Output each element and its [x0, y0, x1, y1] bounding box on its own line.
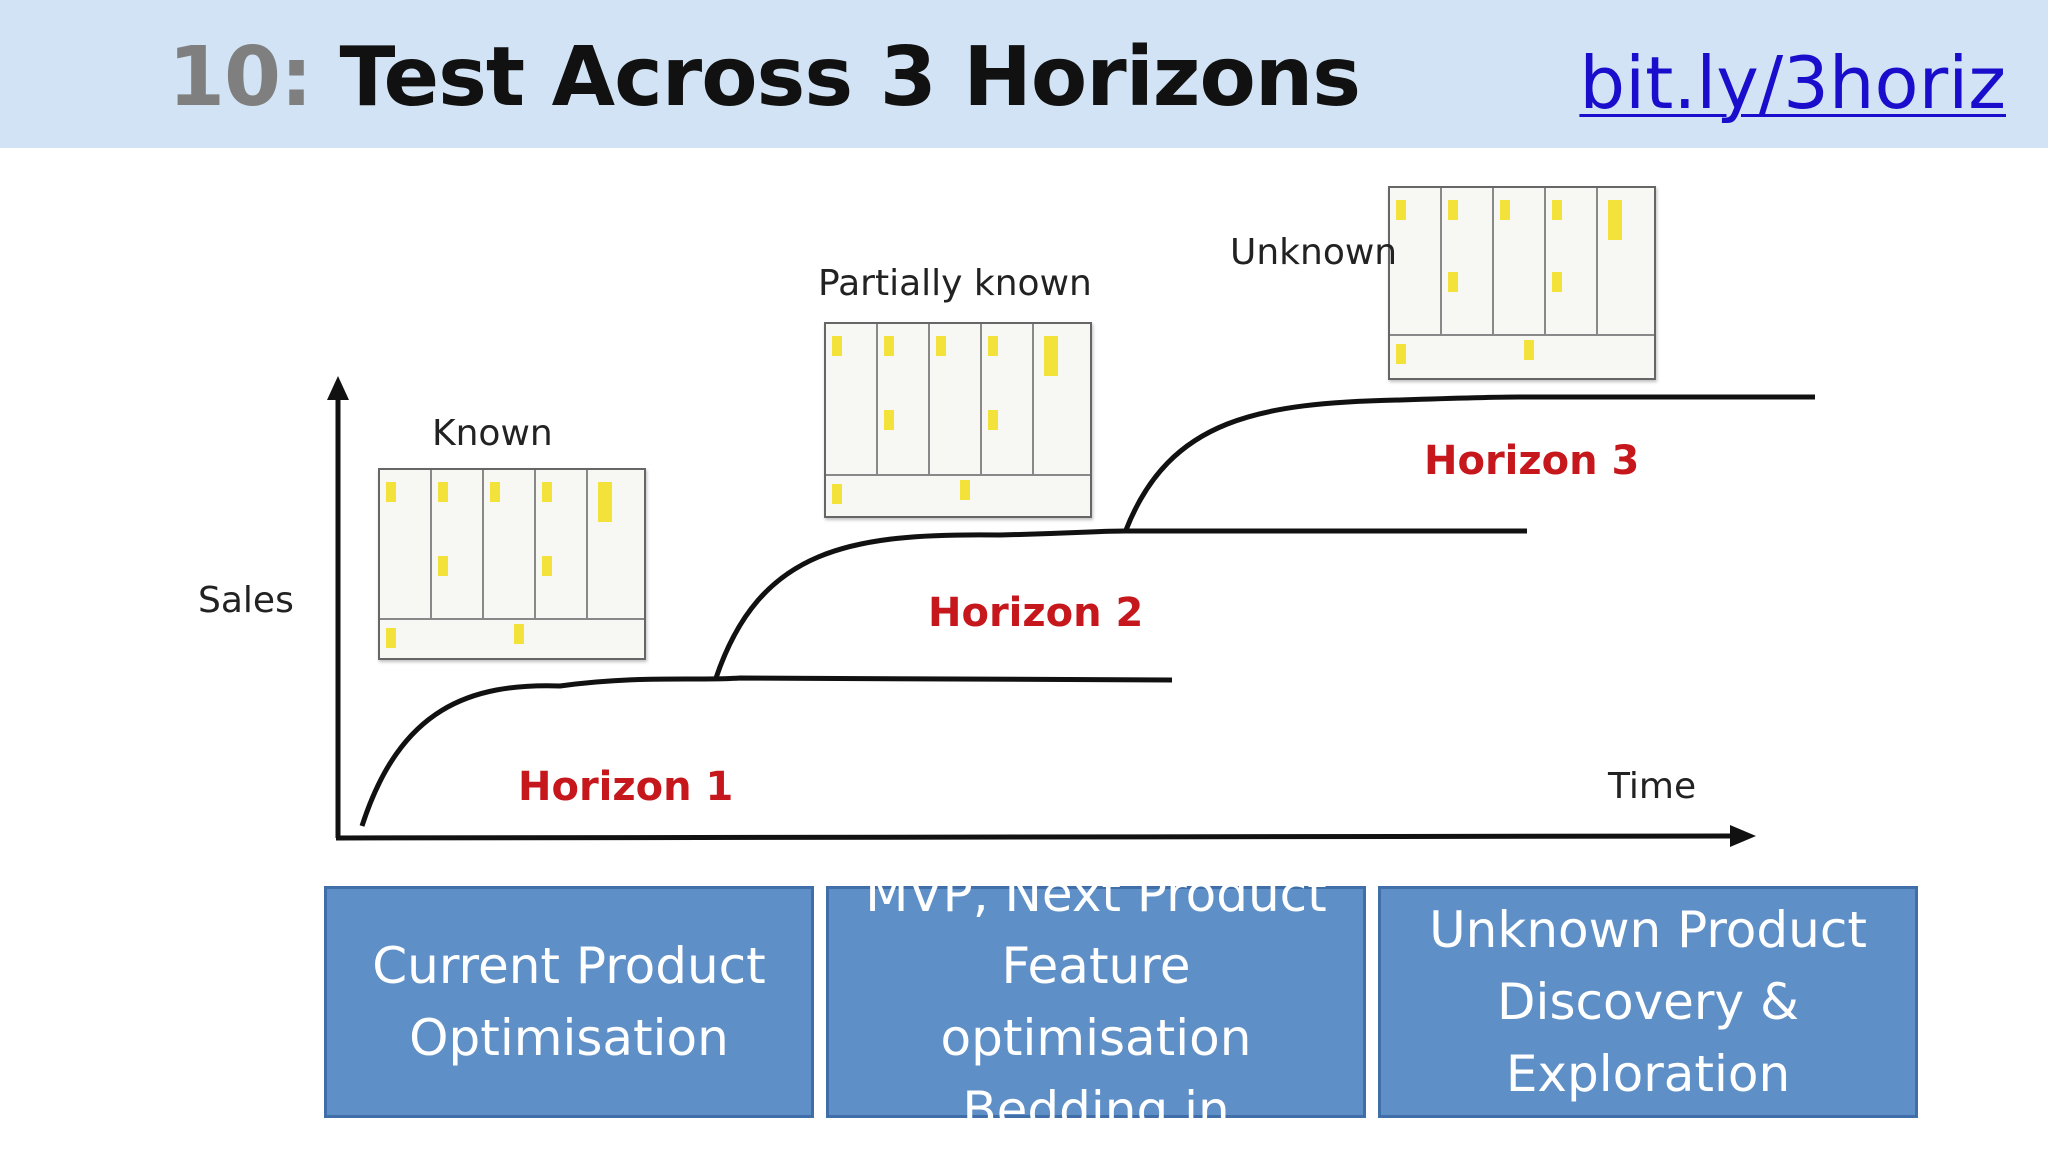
horizon-1-curve: [359, 675, 1173, 827]
horizons-diagram: Sales Time Known Partially known Unknown…: [0, 148, 2048, 878]
canvas-sketch-partially-known: [824, 322, 1092, 518]
stage-label-partially-known: Partially known: [818, 263, 1092, 304]
box-text-line: MVP, Next Product: [865, 865, 1327, 923]
slide-title-text: Test Across 3 Horizons: [339, 30, 1361, 125]
x-axis-arrowhead: [1730, 825, 1756, 847]
box-text-line: Optimisation: [409, 1009, 729, 1067]
slide-number: 10:: [168, 30, 313, 125]
box-text-line: Unknown Product: [1429, 901, 1867, 959]
y-axis-label: Sales: [198, 580, 294, 621]
canvas-sketch-known: [378, 468, 646, 660]
box-text-line: Exploration: [1505, 1045, 1791, 1103]
x-axis-line: [335, 833, 1731, 841]
stage-label-known: Known: [432, 413, 553, 454]
box-text-line: Bedding in: [962, 1081, 1230, 1139]
y-axis-arrowhead: [327, 376, 349, 400]
box-unknown-product: Unknown Product Discovery & Exploration: [1378, 886, 1918, 1118]
canvas-sketch-unknown: [1388, 186, 1656, 380]
box-text-line: Discovery &: [1497, 973, 1799, 1031]
horizon-2-curve: [713, 528, 1527, 679]
horizon-1-label: Horizon 1: [518, 764, 734, 810]
horizon-3-curve: [1123, 394, 1815, 531]
slide-title: 10: Test Across 3 Horizons: [168, 28, 1361, 128]
horizon-3-label: Horizon 3: [1424, 438, 1640, 484]
box-current-product: Current Product Optimisation: [324, 886, 814, 1118]
box-mvp-next-product: MVP, Next Product Feature optimisation B…: [826, 865, 1366, 1139]
stage-label-unknown: Unknown: [1230, 232, 1398, 273]
horizon-2-label: Horizon 2: [928, 590, 1144, 636]
x-axis-label: Time: [1608, 766, 1697, 807]
slide-header: 10: Test Across 3 Horizons bit.ly/3horiz: [0, 0, 2048, 148]
box-text-line: Current Product: [372, 937, 766, 995]
diagram-lines: [327, 376, 1815, 847]
box-text-line: Feature optimisation: [940, 937, 1252, 1067]
short-link[interactable]: bit.ly/3horiz: [1579, 41, 2006, 125]
